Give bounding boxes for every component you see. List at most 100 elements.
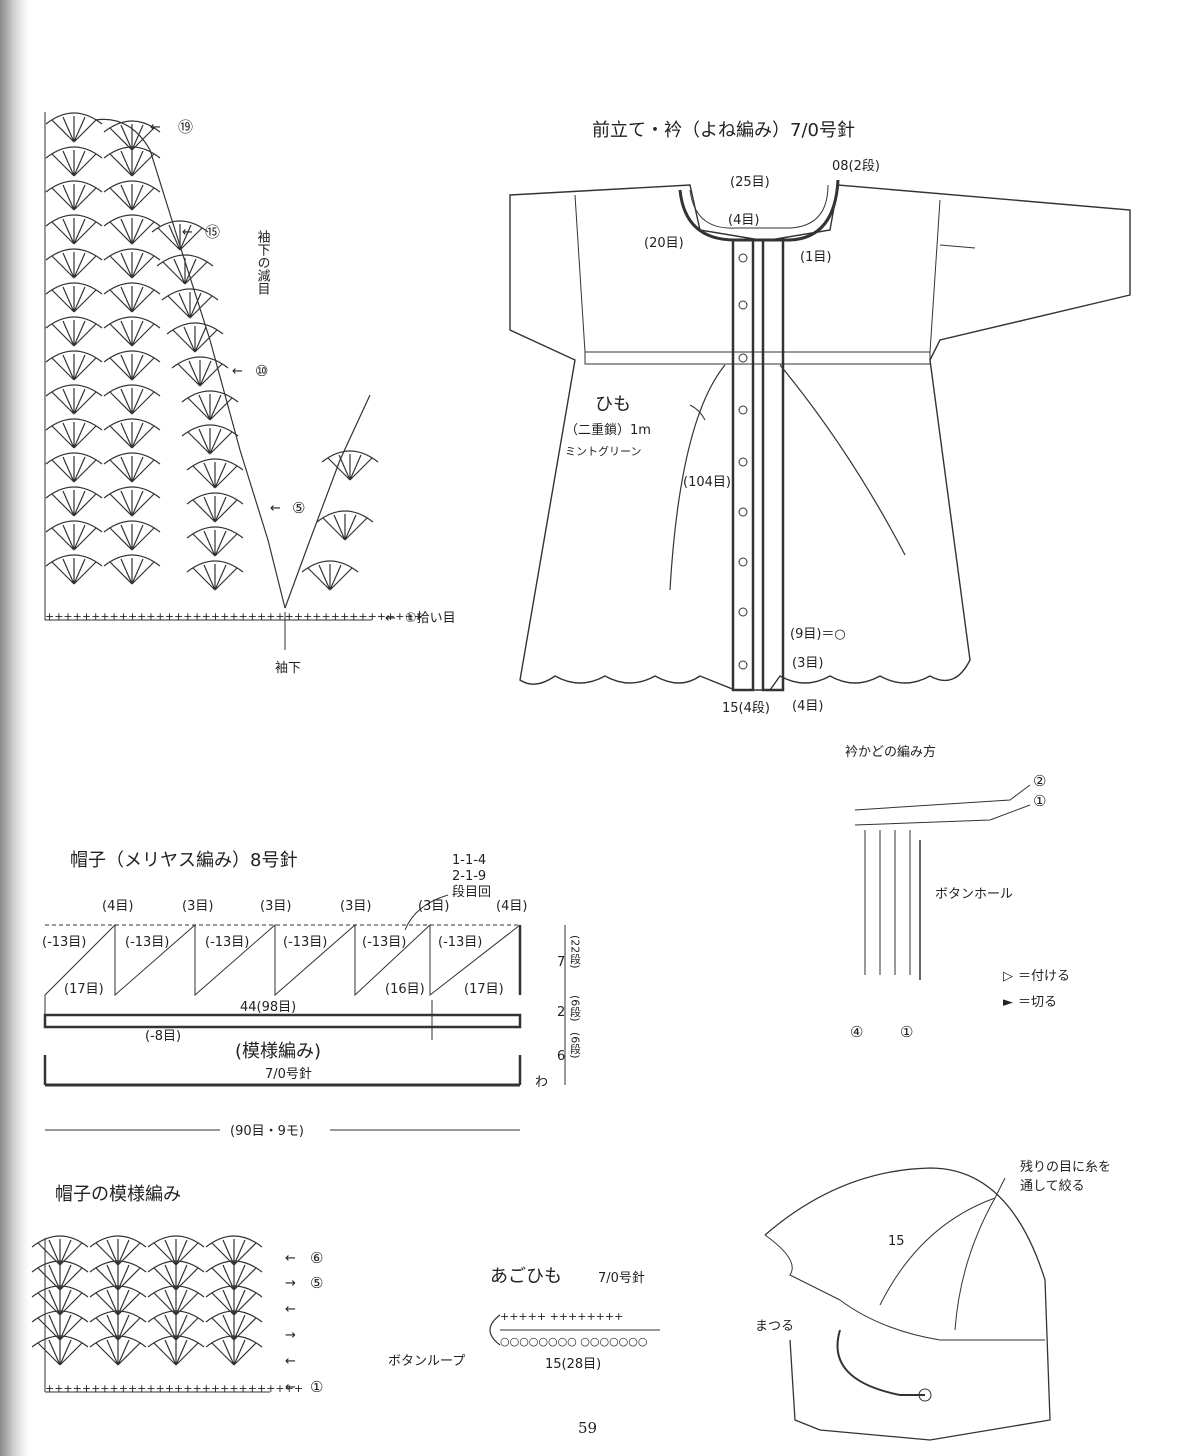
svg-text:7/0号針: 7/0号針 [265,1067,312,1082]
svg-text:わ: わ [535,1075,548,1090]
svg-text:(3目): (3目) [418,899,449,914]
svg-text:＝切る: ＝切る [1018,995,1057,1010]
svg-text:○○○○○○○○ ○○○○○○○: ○○○○○○○○ ○○○○○○○ [500,1335,647,1348]
svg-text:←: ← [270,501,281,516]
svg-text:←: ← [182,225,193,240]
svg-text:(4目): (4目) [496,899,527,914]
svg-text:④: ④ [850,1023,863,1041]
sleeve-title: 袖下の減目 [255,230,271,295]
chin-strap-title: あごひも [490,1266,562,1287]
tie-color: ミントグリーン [565,444,641,458]
gap-count: (3目) [792,656,823,671]
sleeve-decrease-chart: ++++++++++++++++++++++++++++++++++++++++… [44,112,456,676]
sleeve-row-10: ⑩ [255,362,268,380]
svg-text:←: ← [385,611,396,626]
chin-strap-length: 15(28目) [545,1357,601,1372]
tie-name: ひも [595,394,631,415]
svg-text:←: ← [285,1354,296,1369]
bottom-count: (4目) [792,699,823,714]
neck-count: (25目) [730,175,770,190]
svg-text:(16目): (16目) [385,982,425,997]
cardigan-top-rows: 08(2段) [832,159,880,174]
hat-band-name: (模様編み) [235,1041,321,1062]
collar-corner-title: 衿かどの編み方 [845,744,936,760]
sleeve-row-15: ⑮ [205,223,220,241]
svg-text:(22段): (22段) [569,935,582,969]
svg-text:(-13目): (-13目) [362,935,406,950]
svg-text:②: ② [1033,772,1046,790]
svg-text:→: → [285,1328,296,1343]
svg-text:(6段): (6段) [569,1032,582,1059]
svg-text:←: ← [150,120,161,135]
svg-text:++++++++++++++++++++++++++++++: ++++++++++++++++++++++++++++++++++++++++… [45,610,423,623]
hat-width: 44(98目) [240,1000,296,1015]
button-row [738,253,748,670]
bottom-rows: 15(4段) [722,701,770,716]
svg-text:►: ► [1003,995,1013,1010]
collar-corner-chart: 衿かどの編み方 ② ① ボタンホール ④ ① ▷ ＝付ける ► ＝切る [845,744,1070,1041]
button-loop-label: ボタンループ [388,1354,465,1369]
svg-text:(3目): (3目) [182,899,213,914]
hat-pattern-chart: 帽子の模様編み ++++++++++++++++++++++++++++ ← ⑥… [32,1184,323,1396]
svg-text:++++++++++++++++++++++++++++: ++++++++++++++++++++++++++++ [45,1382,303,1395]
svg-text:(3目): (3目) [340,899,371,914]
svg-text:(-13目): (-13目) [125,935,169,950]
svg-text:①: ① [1033,792,1046,810]
svg-text:(6段): (6段) [569,995,582,1022]
svg-text:＝付ける: ＝付ける [1018,969,1070,984]
svg-text:通して絞る: 通して絞る [1020,1179,1085,1194]
svg-text:(-13目): (-13目) [205,935,249,950]
sleeve-underarm-label: 袖下 [275,661,301,676]
buttonhole-label: ボタンホール [935,887,1013,902]
svg-text:2: 2 [557,1005,565,1020]
svg-text:→: → [285,1276,296,1291]
center-count: (104目) [683,475,731,490]
hat-title: 帽子（メリヤス編み）8号針 [70,850,297,871]
svg-text:(-13目): (-13目) [438,935,482,950]
svg-text:▷: ▷ [1003,969,1013,984]
svg-text:(-8目): (-8目) [145,1029,181,1044]
page-gutter-shadow [0,0,30,1456]
svg-text:15: 15 [888,1234,905,1249]
hat-pattern-title: 帽子の模様編み [55,1184,181,1205]
symbol-legend: ▷ ＝付ける ► ＝切る [1003,969,1070,1010]
svg-text:+++++ ++++++++: +++++ ++++++++ [500,1310,623,1323]
svg-text:←: ← [285,1302,296,1317]
svg-text:←: ← [232,364,243,379]
svg-text:①: ① [900,1023,913,1041]
sleeve-fan-rows [45,112,379,591]
svg-text:(-13目): (-13目) [42,935,86,950]
svg-text:⑥: ⑥ [310,1249,323,1267]
first-count: (1目) [800,250,831,265]
sleeve-pickup-label: ①拾い目 [405,611,456,626]
hat-sketch: 残りの目に糸を 通して絞る 15 まつる [755,1160,1111,1441]
svg-text:(-13目): (-13目) [283,935,327,950]
svg-text:←: ← [285,1251,296,1266]
svg-text:7/0号針: 7/0号針 [598,1271,645,1286]
hat-bottom-width: (90目・9モ) [230,1124,304,1139]
svg-text:(4目): (4目) [102,899,133,914]
svg-text:7: 7 [557,955,565,970]
svg-text:⑤: ⑤ [310,1274,323,1292]
sleeve-row-5: ⑤ [292,499,305,517]
band-top-count: (4目) [728,213,759,228]
svg-text:←: ← [285,1380,296,1395]
svg-text:6: 6 [557,1049,565,1064]
svg-text:2-1-9: 2-1-9 [452,869,486,884]
svg-text:(17目): (17目) [464,982,504,997]
page-number: 59 [578,1419,597,1437]
sleeve-row-19: ⑲ [178,118,193,136]
cardigan-diagram: 前立て・衿（よね編み）7/0号針 08(2段) [509,120,1131,716]
svg-text:①: ① [310,1378,323,1396]
svg-text:残りの目に糸を: 残りの目に糸を [1020,1160,1111,1175]
cardigan-title: 前立て・衿（よね編み）7/0号針 [592,120,855,141]
svg-text:段目回: 段目回 [452,885,491,900]
buttons-count: (9目)＝○ [790,627,846,642]
svg-text:(17目): (17目) [64,982,104,997]
svg-text:1-1-4: 1-1-4 [452,853,486,868]
chin-strap-chart: あごひも 7/0号針 +++++ ++++++++ ○○○○○○○○ ○○○○○… [388,1266,660,1372]
tie-sub: （二重鎖）1m [565,422,651,438]
sew-label: まつる [755,1319,794,1334]
